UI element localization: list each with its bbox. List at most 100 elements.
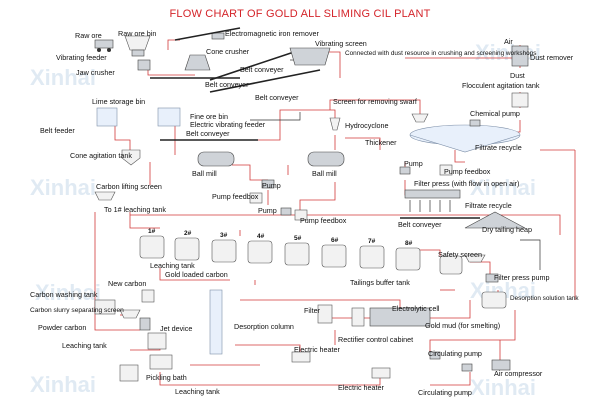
label-screen-swarf: Screen for removing swarf (333, 97, 417, 106)
label-jet-device: Jet device (160, 324, 192, 333)
leaching-tank-small-1-icon (147, 332, 167, 350)
label-carbon-washing-tank: Carbon washing tank (30, 290, 98, 299)
label-tank-8: 8# (405, 240, 413, 247)
circulating-pump-1-icon (429, 351, 441, 360)
label-leaching-tank-3: Leaching tank (175, 387, 220, 396)
ball-mill-1-icon (197, 151, 235, 167)
filter-icon (317, 304, 333, 324)
belt-conveyer-top-2 (209, 49, 301, 81)
label-desorption-column: Desorption column (234, 322, 294, 331)
label-pump-feedbox-2: Pump feedbox (300, 216, 347, 225)
leaching-tank-1-icon (139, 235, 165, 259)
leaching-tank-3-icon (211, 239, 237, 263)
pump-feedbox-1-icon (249, 192, 263, 204)
label-air: Air (504, 37, 513, 46)
filter-press-pump-icon (485, 273, 499, 283)
label-pump-1: Pump (262, 181, 281, 190)
label-pickling-bath: Pickling bath (146, 373, 187, 382)
new-carbon-bag-icon (141, 289, 155, 303)
carbon-washing-tank-icon (94, 299, 116, 315)
label-new-carbon: New carbon (108, 279, 146, 288)
label-filter-press-pump: Filter press pump (494, 273, 550, 282)
label-filtrate-recycle-1: Filtrate recycle (475, 143, 522, 152)
label-electric-heater-2: Electric heater (338, 383, 385, 392)
swarf-screen-icon (411, 113, 429, 123)
leaching-tanks-row (139, 235, 421, 271)
chemical-pump-icon (469, 119, 481, 127)
label-pump-3: Pump (258, 206, 277, 215)
label-ball-mill-1: Ball mill (192, 169, 217, 178)
desorption-column-icon (209, 289, 223, 355)
safety-screen-icon (464, 254, 486, 263)
jaw-crusher-icon (137, 59, 151, 71)
pump-feedbox-2-icon (294, 209, 308, 221)
label-tank-2: 2# (184, 230, 192, 237)
label-cone-crusher: Cone crusher (206, 47, 250, 56)
watermark-left-mid: Xinhai (30, 175, 96, 200)
label-tank-4: 4# (257, 233, 265, 240)
label-powder-carbon: Powder carbon (38, 323, 86, 332)
pickling-bath-icon (149, 354, 173, 370)
electric-heater-2-icon (371, 367, 391, 379)
leaching-tank-7-icon (359, 245, 385, 269)
watermark-right-mid: Xinhai (470, 175, 536, 200)
raw-ore-bin-icon (124, 35, 151, 51)
labels-group: Raw ore Raw ore bin Vibrating feeder Jaw… (30, 29, 579, 397)
label-cone-agitation-tank: Cone agitation tank (70, 151, 132, 160)
leaching-tank-2-icon (174, 237, 200, 261)
label-circulating-pump-2: Circulating pump (418, 388, 472, 397)
label-dust-remover: Dust remover (530, 53, 574, 62)
label-leaching-tank-1: Leaching tank (150, 261, 195, 270)
label-vibrating-screen: Vibrating screen (315, 39, 367, 48)
ball-mill-2-icon (307, 151, 345, 167)
label-dry-tailing-heap: Dry tailing heap (482, 225, 532, 234)
electric-heater-1-icon (291, 351, 311, 363)
flocculent-tank-icon (511, 92, 529, 108)
label-flocculent-agitation-tank: Flocculent agitation tank (462, 81, 540, 90)
label-pump-feedbox-1: Pump feedbox (212, 192, 259, 201)
watermark-left-top: Xinhai (30, 65, 96, 90)
raw-ore-truck-icon (94, 39, 114, 49)
leaching-tank-4-icon (247, 240, 273, 264)
label-air-compressor: Air compressor (494, 369, 543, 378)
label-electric-vibrating-feeder: Electric vibrating feeder (190, 120, 266, 129)
pump-feedbox-3-icon (439, 164, 453, 176)
label-belt-conveyer-5: Belt conveyer (398, 220, 442, 229)
leaching-tank-5-icon (284, 242, 310, 266)
electrolytic-cell-icon (369, 307, 431, 327)
pump-3-icon (280, 207, 292, 216)
label-gold-mud: Gold mud (for smelting) (425, 321, 500, 330)
label-chemical-pump: Chemical pump (470, 109, 520, 118)
air-compressor-icon (491, 359, 511, 371)
pump-2-icon (399, 166, 411, 175)
filter-press-icon (404, 189, 461, 199)
watermark-left-bottom: Xinhai (30, 372, 96, 397)
label-filter: Filter (304, 306, 321, 315)
label-filtrate-recycle-2: Filtrate recycle (465, 201, 512, 210)
leaching-tank-small-2-icon (119, 364, 139, 382)
label-ball-mill-2: Ball mill (312, 169, 337, 178)
label-jaw-crusher: Jaw crusher (76, 68, 115, 77)
equipment-group (94, 27, 529, 382)
label-safety-screen: Safety screen (438, 250, 482, 259)
label-pump-feedbox-3: Pump feedbox (444, 167, 491, 176)
label-electric-heater-1: Electric heater (294, 345, 341, 354)
hydrocyclone-icon (329, 117, 341, 131)
chart-title: FLOW CHART OF GOLD ALL SLIMING CIL PLANT (169, 8, 430, 20)
label-dust-note: Connected with dust resource in crushing… (345, 50, 536, 57)
label-raw-ore: Raw ore (75, 31, 102, 40)
vibrating-feeder-icon (131, 49, 145, 57)
label-electrolytic-cell: Electrolytic cell (392, 304, 440, 313)
leaching-tank-8-icon (395, 247, 421, 271)
label-tank-6: 6# (331, 237, 339, 244)
label-pump-2: Pump (404, 159, 423, 168)
vibrating-screen-icon (289, 47, 331, 66)
rectifier-cabinet-icon (351, 307, 365, 327)
label-belt-conveyer-2: Belt conveyer (205, 80, 249, 89)
label-circulating-pump-1: Circulating pump (428, 349, 482, 358)
watermark-group: Xinhai Xinhai Xinhai Xinhai Xinhai Xinha… (30, 40, 541, 400)
carbon-lifting-screen-icon (94, 191, 116, 201)
pipe-network (94, 39, 576, 386)
label-tank-1: 1# (148, 228, 156, 235)
